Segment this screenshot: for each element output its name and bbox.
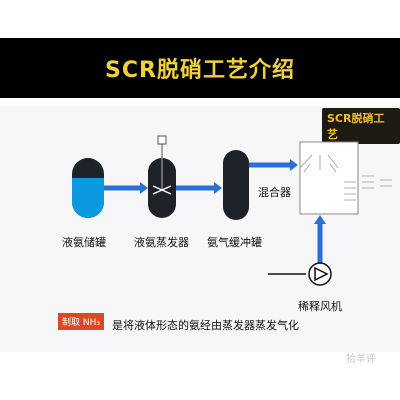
label-dilution-fan: 稀释风机	[298, 300, 342, 313]
page-title: SCR脱硝工艺介绍	[105, 58, 295, 83]
subtitle-caption: 是将液体形态的氨经由蒸发器蒸发气化	[112, 319, 299, 332]
title-bar: SCR脱硝工艺介绍	[0, 38, 400, 98]
flow-pipes	[104, 159, 326, 275]
slide-badge: SCR脱硝工艺	[322, 108, 400, 144]
mixer-box	[299, 141, 359, 215]
mixer-hatching	[344, 175, 392, 201]
evaporator-vessel	[148, 135, 176, 218]
label-buffer-tank: 氨气缓冲罐	[207, 236, 262, 249]
label-mixer: 混合器	[258, 186, 291, 199]
nh3-tag: 制取 NH₃	[58, 313, 104, 330]
label-liquid-ammonia-tank: 液氨储罐	[62, 236, 106, 249]
buffer-tank	[223, 150, 249, 220]
watermark: 拾羊评	[346, 354, 376, 365]
fan-pump-icon	[308, 262, 332, 286]
label-evaporator: 液氨蒸发器	[134, 236, 189, 249]
liquid-ammonia-tank	[72, 158, 104, 218]
